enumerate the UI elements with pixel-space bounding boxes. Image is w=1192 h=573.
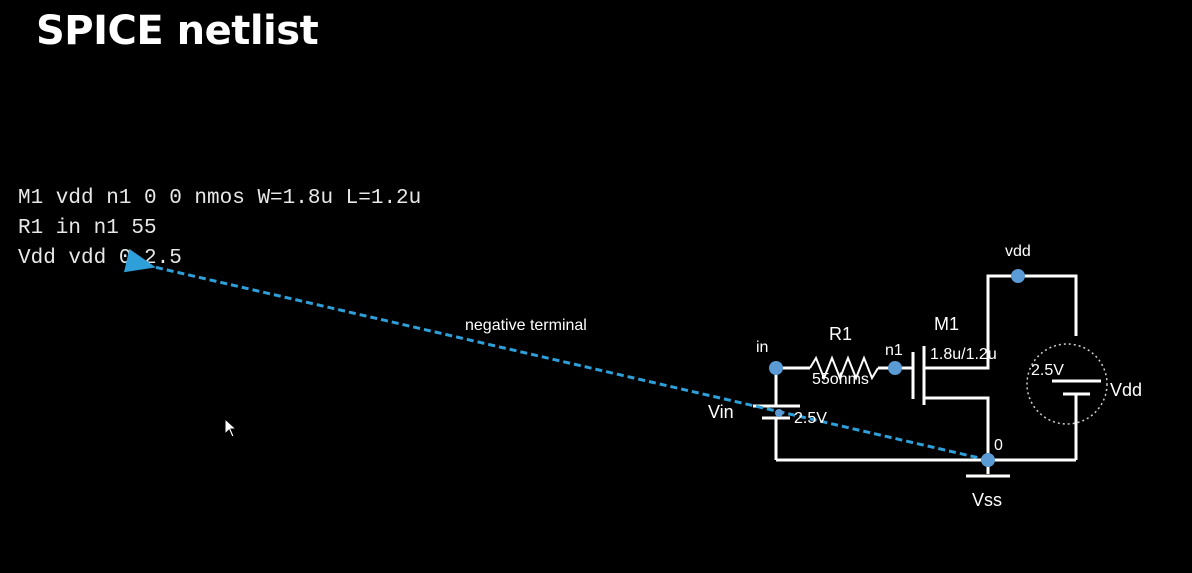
mosfet-name-label: M1 <box>934 314 959 334</box>
node-label-n1: n1 <box>885 342 903 359</box>
netlist-line-r1: R1 in n1 55 <box>18 217 157 240</box>
vin-source-value-label: 2.5V <box>794 410 827 427</box>
negative-terminal-arrow <box>123 248 989 462</box>
node-dot-terminal <box>775 409 783 417</box>
node-label-in: in <box>756 339 768 356</box>
vin-source-name-label: Vin <box>708 402 734 422</box>
node-dot-vdd <box>1011 269 1025 283</box>
resistor-value-label: 55ohms <box>812 371 869 388</box>
netlist-line-m1: M1 vdd n1 0 0 nmos W=1.8u L=1.2u <box>18 187 422 210</box>
node-label-vdd: vdd <box>1005 243 1031 260</box>
mouse-cursor-icon <box>224 418 238 438</box>
resistor-name-label: R1 <box>829 324 852 344</box>
mosfet-m1 <box>911 346 926 405</box>
vdd-source <box>1026 343 1108 425</box>
annotation-label: negative terminal <box>465 317 587 334</box>
netlist-block: M1 vdd n1 0 0 nmos W=1.8u L=1.2u R1 in n… <box>18 184 421 274</box>
node-dot-ground <box>981 453 995 467</box>
node-dots <box>769 269 1025 467</box>
circuit-wires <box>774 274 1078 474</box>
node-dot-n1 <box>888 361 902 375</box>
vdd-source-name-label: Vdd <box>1110 380 1142 400</box>
slide-title: SPICE netlist <box>36 8 319 54</box>
mosfet-size-label: 1.8u/1.2u <box>930 346 997 363</box>
node-dot-in <box>769 361 783 375</box>
node-label-0: 0 <box>994 437 1003 454</box>
vdd-source-value-label: 2.5V <box>1031 362 1064 379</box>
ground-name-label: Vss <box>972 490 1002 510</box>
resistor-r1 <box>809 355 879 381</box>
